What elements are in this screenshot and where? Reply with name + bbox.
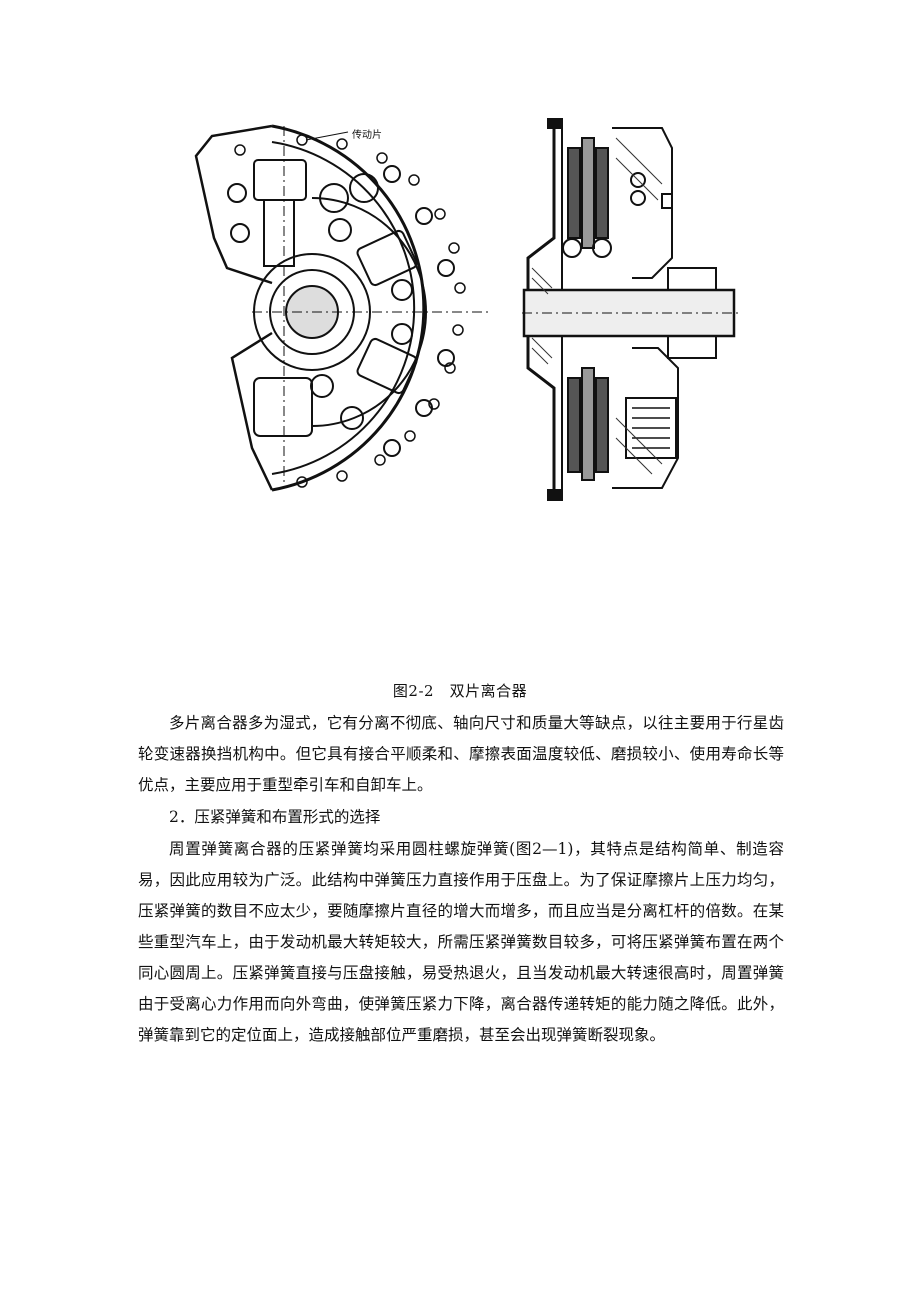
clutch-figure: 传动片 [192, 118, 738, 502]
paragraph-text: 多片离合器多为湿式，它有分离不彻底、轴向尺寸和质量大等缺点，以往主要用于行星齿轮… [138, 714, 784, 794]
heading-text: 2．压紧弹簧和布置形式的选择 [169, 808, 381, 826]
figure-annotation: 传动片 [352, 128, 382, 141]
figure-caption: 图2-2 双片离合器 [392, 682, 528, 700]
clutch-front-view [194, 124, 488, 492]
paragraph-text: 周置弹簧离合器的压紧弹簧均采用圆柱螺旋弹簧(图2—1)，其特点是结构简单、制造容… [138, 840, 784, 1044]
paragraph-spring: 周置弹簧离合器的压紧弹簧均采用圆柱螺旋弹簧(图2—1)，其特点是结构简单、制造容… [138, 834, 784, 1051]
paragraph-multi-plate: 多片离合器多为湿式，它有分离不彻底、轴向尺寸和质量大等缺点，以往主要用于行星齿轮… [138, 708, 784, 801]
section-heading: 2．压紧弹簧和布置形式的选择 [138, 802, 784, 833]
clutch-section-view [522, 118, 738, 501]
